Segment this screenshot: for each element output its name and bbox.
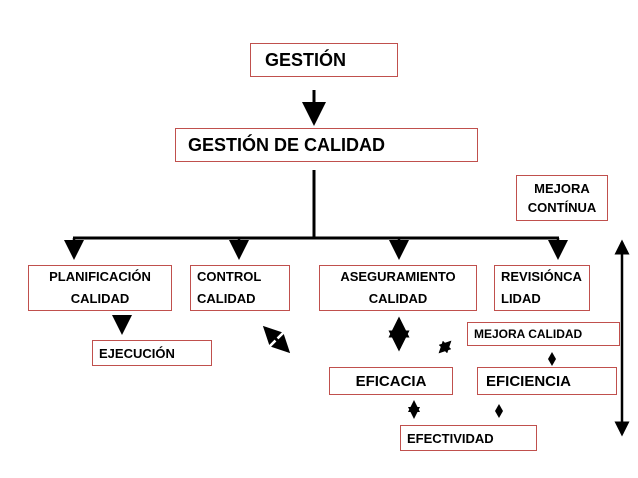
node-gestion: GESTIÓN bbox=[250, 43, 398, 77]
node-gestion-calidad: GESTIÓN DE CALIDAD bbox=[175, 128, 478, 162]
node-mejora-calidad-label: MEJORA CALIDAD bbox=[474, 327, 583, 341]
node-eficacia: EFICACIA bbox=[329, 367, 453, 395]
node-gestion-label: GESTIÓN bbox=[265, 49, 347, 70]
diamond-eficiencia bbox=[548, 352, 556, 366]
node-mejora-continua: MEJORA CONTÍNUA bbox=[516, 175, 608, 221]
node-mejora-calidad: MEJORA CALIDAD bbox=[467, 322, 620, 346]
node-gestion-calidad-label: GESTIÓN DE CALIDAD bbox=[188, 134, 386, 155]
arrow-control-eficacia bbox=[262, 325, 291, 354]
node-ejecucion-label: EJECUCIÓN bbox=[99, 345, 175, 361]
node-eficiencia-label: EFICIENCIA bbox=[486, 372, 572, 390]
arrow-eficacia-mejora bbox=[438, 340, 452, 354]
node-planificacion: PLANIFICACIÓN CALIDAD bbox=[28, 265, 172, 311]
node-revision-label: REVISIÓNCA LIDAD bbox=[501, 269, 582, 306]
node-efectividad: EFECTIVIDAD bbox=[400, 425, 537, 451]
node-control: CONTROL CALIDAD bbox=[190, 265, 290, 311]
node-control-label: CONTROL CALIDAD bbox=[197, 269, 262, 306]
node-eficacia-label: EFICACIA bbox=[355, 372, 427, 390]
node-planificacion-label: PLANIFICACIÓN CALIDAD bbox=[49, 269, 151, 306]
diamond-efectividad bbox=[495, 404, 503, 418]
node-aseguramiento: ASEGURAMIENTO CALIDAD bbox=[319, 265, 477, 311]
node-mejora-continua-label: MEJORA CONTÍNUA bbox=[527, 181, 597, 215]
node-eficiencia: EFICIENCIA bbox=[477, 367, 617, 395]
node-aseguramiento-label: ASEGURAMIENTO CALIDAD bbox=[340, 269, 456, 306]
node-revision: REVISIÓNCA LIDAD bbox=[494, 265, 590, 311]
node-efectividad-label: EFECTIVIDAD bbox=[407, 430, 494, 446]
node-ejecucion: EJECUCIÓN bbox=[92, 340, 212, 366]
